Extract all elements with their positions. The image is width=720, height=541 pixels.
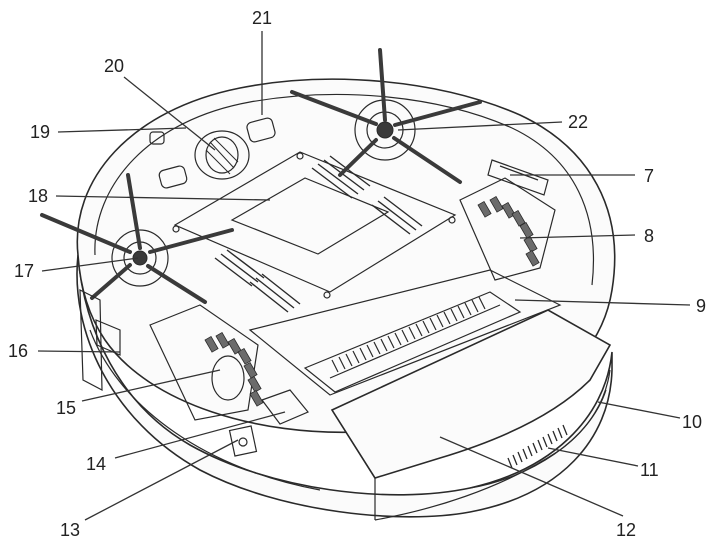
- bottom-cover-plate: [172, 151, 457, 313]
- callout-7: 7: [644, 166, 654, 186]
- callout-14: 14: [86, 454, 106, 474]
- dust-bin: [330, 309, 612, 521]
- callout-labels: 7 8 9 10 11 12 13 14 15 16 17 18 19 20 2…: [8, 8, 706, 540]
- callout-9: 9: [696, 296, 706, 316]
- left-drive-wheel: [149, 304, 264, 421]
- roller-brush-housing: [248, 269, 562, 396]
- callout-19: 19: [30, 122, 50, 142]
- left-side-brush: [40, 173, 234, 304]
- callout-13: 13: [60, 520, 80, 540]
- dust-bin-vent-grille: [507, 424, 568, 469]
- battery-cover-clip: [261, 389, 309, 425]
- callout-12: 12: [616, 520, 636, 540]
- callout-22: 22: [568, 112, 588, 132]
- callout-18: 18: [28, 186, 48, 206]
- cliff-sensor-pads: [149, 117, 276, 189]
- callout-10: 10: [682, 412, 702, 432]
- right-side-brush: [290, 48, 482, 184]
- bumper-side-panel: [79, 289, 121, 392]
- callout-17: 17: [14, 261, 34, 281]
- callout-15: 15: [56, 398, 76, 418]
- front-caster-wheel: [194, 130, 250, 180]
- callout-8: 8: [644, 226, 654, 246]
- right-drive-wheel: [459, 177, 556, 281]
- roller-brush: [331, 296, 486, 373]
- callout-11: 11: [640, 460, 659, 480]
- leader-lines: [37, 31, 691, 521]
- power-switch: [228, 425, 258, 457]
- vacuum-body: [76, 78, 616, 518]
- callout-20: 20: [104, 56, 124, 76]
- callout-16: 16: [8, 341, 28, 361]
- charging-contacts: [487, 159, 549, 196]
- callout-21: 21: [252, 8, 272, 28]
